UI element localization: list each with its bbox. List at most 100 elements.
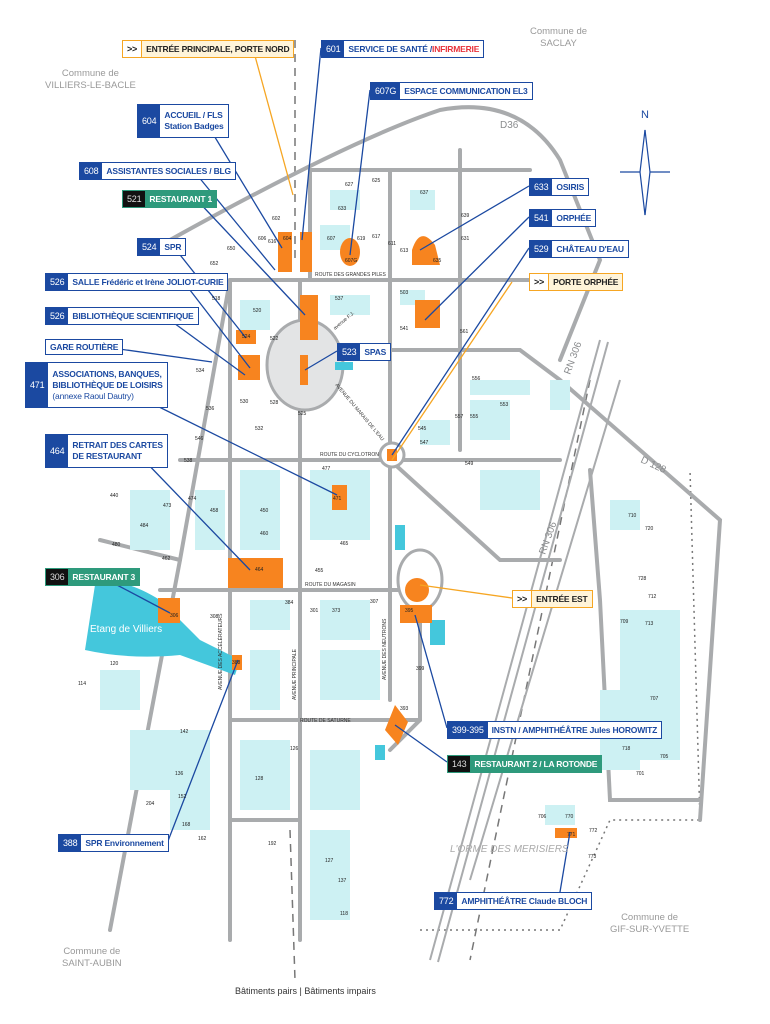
callout-label: SPR <box>164 241 182 252</box>
building-number: 529 <box>530 241 553 257</box>
callout-label: RESTAURANT 3 <box>72 571 136 582</box>
building-number-label: 525 <box>298 411 307 417</box>
callout-entree-est[interactable]: >>ENTRÉE EST <box>512 590 593 608</box>
building-number-label: 162 <box>198 836 207 842</box>
building-number: 521 <box>123 191 146 207</box>
building-number-label: 650 <box>227 246 236 252</box>
building-number-label: 522 <box>270 336 279 342</box>
callout-porte-orphee[interactable]: >>PORTE ORPHÉE <box>529 273 624 291</box>
legend-separator: | <box>299 986 302 996</box>
building-number-label: 553 <box>500 402 509 408</box>
building-number-label: 712 <box>648 594 657 600</box>
road-label-neutrons: AVENUE DES NEUTRONS <box>382 618 388 680</box>
building-number-label: 126 <box>290 746 299 752</box>
building-number-label: 395 <box>405 608 414 614</box>
building-number-label: 464 <box>255 567 264 573</box>
legend-even: Bâtiments pairs <box>235 986 298 996</box>
building-number-label: 455 <box>315 568 324 574</box>
road-label-rn306: RN 306 <box>537 520 559 556</box>
building-number-label: 136 <box>175 771 184 777</box>
building-number-label: 307 <box>370 599 379 605</box>
road-label-eau: AVENUE DU MARAIS DE L'EAU <box>333 382 385 442</box>
building-number-label: 152 <box>178 794 187 800</box>
building-number-label: 625 <box>372 178 381 184</box>
building-number-label: 388 <box>232 660 241 666</box>
callout-label: CHÂTEAU D'EAU <box>556 243 624 254</box>
building-number: 526 <box>46 274 69 290</box>
chevron-right-icon: >> <box>123 41 143 57</box>
callout-gare-routiere[interactable]: GARE ROUTIÈRE <box>45 339 124 355</box>
callout-label: PORTE ORPHÉE <box>553 276 619 287</box>
building-number-label: 545 <box>418 426 427 432</box>
chevron-right-icon: >> <box>530 274 550 290</box>
building-number-label: 613 <box>400 248 409 254</box>
legend: Bâtiments pairs | Bâtiments impairs <box>235 986 376 996</box>
building-number-label: 192 <box>268 841 277 847</box>
building-number-label: 611 <box>388 241 396 247</box>
callout-label: ESPACE COMMUNICATION EL3 <box>404 85 528 96</box>
callout-label: ENTRÉE PRINCIPALE, PORTE NORD <box>146 43 290 54</box>
building-number-label: 399 <box>416 666 425 672</box>
building-number-label: 772 <box>589 828 598 834</box>
building-number-label: 204 <box>146 801 155 807</box>
building-number: 607G <box>371 83 401 99</box>
commune-prefix: Commune de <box>63 946 121 957</box>
building-number-label: 528 <box>270 400 279 406</box>
building-number-label: 619 <box>357 236 366 242</box>
lake <box>85 582 240 675</box>
callout-label: Station Badges <box>164 121 224 131</box>
building-number-label: 306 <box>170 613 179 619</box>
building-number-label: 458 <box>210 508 219 514</box>
commune-prefix: Commune de <box>621 912 679 923</box>
building-number-label: 637 <box>420 190 429 196</box>
road-label-principale: AVENUE PRINCIPALE <box>292 648 298 700</box>
building-number: 399-395 <box>448 722 488 738</box>
building-number-label: 771 <box>567 832 576 838</box>
road-label-grandes-piles: ROUTE DES GRANDES PILES <box>315 272 387 278</box>
building-number: 524 <box>138 239 161 255</box>
building-number: 633 <box>530 179 553 195</box>
building-number-label: 617 <box>372 234 381 240</box>
building-number: 601 <box>322 41 345 57</box>
building-number: 772 <box>435 893 458 909</box>
north-compass-icon <box>620 129 670 216</box>
callout-entree-principale[interactable]: >>ENTRÉE PRINCIPALE, PORTE NORD <box>122 40 295 58</box>
building-number-label: 631 <box>461 236 470 242</box>
callout-label: SPR Environnement <box>85 837 164 848</box>
building-number-label: 524 <box>242 334 251 340</box>
building-number-label: 520 <box>253 308 262 314</box>
building-number-label: 710 <box>628 513 637 519</box>
building-number-label: 549 <box>465 461 474 467</box>
building-number-label: 774 <box>0 0 9 2</box>
building-number-label: 627 <box>345 182 354 188</box>
boundary-lines <box>289 40 701 981</box>
building-number-label: 709 <box>620 619 629 625</box>
building-number-label: 530 <box>240 399 249 405</box>
building-number-label: 728 <box>638 576 647 582</box>
building-number: 541 <box>530 210 553 226</box>
callout-label: RETRAIT DES CARTES <box>72 440 163 450</box>
highway <box>429 339 621 963</box>
